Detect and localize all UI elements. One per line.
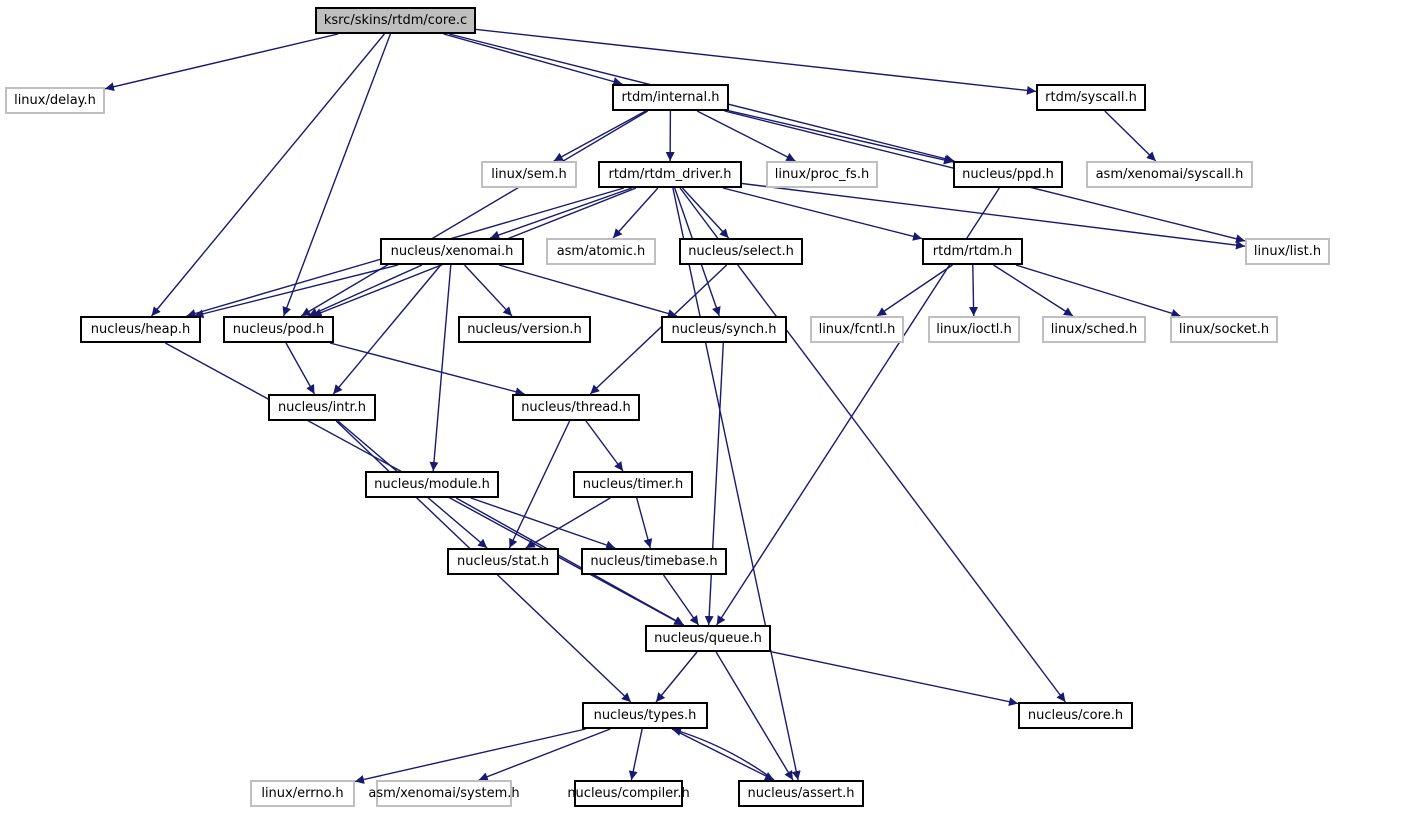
edge-nucleus-xenomai-to-nucleus-synch: [498, 264, 678, 318]
edge-rtdm-driver-to-nucleus-select: [681, 187, 730, 239]
graph-node-nucleus-heap[interactable]: nucleus/heap.h: [80, 316, 201, 343]
edge-nucleus-types-to-nucleus-assert: [671, 728, 775, 781]
graph-node-linux-proc-fs: linux/proc_fs.h: [766, 161, 878, 188]
graph-node-rtdm-driver[interactable]: rtdm/rtdm_driver.h: [598, 161, 742, 188]
graph-node-linux-ioctl: linux/ioctl.h: [928, 316, 1020, 343]
edge-nucleus-assert-to-nucleus-types: [671, 727, 775, 781]
edge-core-c-to-nucleus-heap: [151, 33, 385, 317]
edge-rtdm-rtdm-to-linux-ioctl: [969, 264, 979, 317]
edge-rtdm-driver-to-linux-list: [741, 182, 1246, 250]
graph-node-linux-sched: linux/sched.h: [1042, 316, 1146, 343]
graph-node-nucleus-core[interactable]: nucleus/core.h: [1018, 702, 1133, 729]
graph-node-nucleus-thread[interactable]: nucleus/thread.h: [512, 394, 640, 421]
graph-node-nucleus-intr[interactable]: nucleus/intr.h: [268, 394, 376, 421]
graph-node-nucleus-xenomai[interactable]: nucleus/xenomai.h: [380, 238, 524, 265]
edge-rtdm-internal-to-nucleus-ppd: [728, 110, 954, 165]
edge-rtdm-internal-to-nucleus-pod: [300, 110, 649, 317]
graph-node-rtdm-rtdm[interactable]: rtdm/rtdm.h: [922, 238, 1023, 265]
edge-nucleus-queue-to-nucleus-core: [770, 651, 1019, 707]
graph-node-nucleus-timer[interactable]: nucleus/timer.h: [573, 471, 693, 498]
graph-node-nucleus-ppd[interactable]: nucleus/ppd.h: [953, 161, 1063, 188]
edge-rtdm-driver-to-nucleus-xenomai: [489, 187, 633, 240]
edge-rtdm-rtdm-to-linux-sched: [993, 264, 1074, 317]
edge-nucleus-thread-to-nucleus-stat: [508, 420, 571, 549]
graph-node-nucleus-stat[interactable]: nucleus/stat.h: [447, 548, 559, 575]
graph-node-nucleus-assert[interactable]: nucleus/assert.h: [738, 780, 864, 807]
graph-node-asm-xen-system: asm/xenomai/system.h: [368, 780, 520, 807]
edge-nucleus-pod-to-nucleus-intr: [285, 342, 316, 395]
graph-node-linux-errno: linux/errno.h: [250, 780, 355, 807]
edge-rtdm-internal-to-linux-sem: [553, 110, 647, 162]
edge-core-c-to-linux-delay: [104, 33, 339, 92]
graph-node-nucleus-select[interactable]: nucleus/select.h: [679, 238, 803, 265]
edge-core-c-to-rtdm-internal: [443, 33, 623, 86]
graph-node-linux-sem: linux/sem.h: [481, 161, 577, 188]
edge-core-c-to-rtdm-syscall: [475, 28, 1037, 95]
edge-core-c-to-nucleus-pod: [282, 33, 392, 317]
graph-node-asm-atomic: asm/atomic.h: [546, 238, 656, 265]
graph-node-nucleus-version[interactable]: nucleus/version.h: [458, 316, 591, 343]
edge-nucleus-xenomai-to-nucleus-pod: [308, 264, 423, 317]
graph-node-nucleus-pod[interactable]: nucleus/pod.h: [223, 316, 334, 343]
edge-nucleus-queue-to-nucleus-assert: [715, 651, 794, 781]
edge-nucleus-types-to-asm-xen-system: [478, 728, 611, 781]
edge-nucleus-xenomai-to-nucleus-heap: [194, 264, 399, 319]
edge-nucleus-thread-to-nucleus-timer: [585, 420, 624, 472]
edge-nucleus-xenomai-to-nucleus-version: [463, 264, 513, 317]
edge-rtdm-driver-to-asm-atomic: [612, 187, 659, 239]
edge-nucleus-timer-to-nucleus-stat: [525, 497, 611, 549]
graph-node-nucleus-synch[interactable]: nucleus/synch.h: [661, 316, 787, 343]
graph-node-linux-fcntl: linux/fcntl.h: [810, 316, 904, 343]
graph-node-nucleus-queue[interactable]: nucleus/queue.h: [645, 625, 771, 652]
graph-node-rtdm-syscall[interactable]: rtdm/syscall.h: [1036, 84, 1146, 111]
edge-nucleus-xenomai-to-nucleus-module: [429, 264, 452, 472]
graph-node-linux-delay: linux/delay.h: [5, 87, 105, 114]
edge-nucleus-timebase-to-nucleus-queue: [662, 574, 700, 626]
edge-nucleus-timer-to-nucleus-timebase: [636, 497, 653, 549]
edge-nucleus-pod-to-nucleus-thread: [329, 342, 525, 397]
edge-rtdm-internal-to-linux-proc-fs: [696, 110, 796, 162]
graph-node-nucleus-types[interactable]: nucleus/types.h: [582, 702, 708, 729]
edge-rtdm-rtdm-to-linux-fcntl: [876, 264, 953, 317]
graph-node-nucleus-timebase[interactable]: nucleus/timebase.h: [581, 548, 727, 575]
edge-rtdm-syscall-to-asm-xen-syscall: [1104, 110, 1157, 162]
edge-nucleus-xenomai-to-nucleus-intr: [332, 264, 442, 395]
graph-node-linux-list: linux/list.h: [1245, 238, 1330, 265]
edge-nucleus-types-to-linux-errno: [354, 728, 586, 784]
graph-node-linux-socket: linux/socket.h: [1170, 316, 1278, 343]
edge-rtdm-driver-to-rtdm-rtdm: [722, 187, 923, 241]
graph-node-asm-xen-syscall: asm/xenomai/syscall.h: [1086, 161, 1253, 188]
edge-nucleus-module-to-nucleus-timebase: [470, 497, 616, 550]
graph-node-nucleus-compiler[interactable]: nucleus/compiler.h: [567, 780, 690, 807]
edge-nucleus-types-to-nucleus-compiler: [628, 728, 643, 781]
edge-nucleus-synch-to-nucleus-queue: [704, 342, 724, 626]
graph-node-rtdm-internal[interactable]: rtdm/internal.h: [612, 84, 729, 111]
graph-node-nucleus-module[interactable]: nucleus/module.h: [365, 471, 499, 498]
edge-nucleus-queue-to-nucleus-types: [655, 651, 698, 703]
edge-rtdm-rtdm-to-linux-socket: [1015, 264, 1181, 318]
graph-node-core-c: ksrc/skins/rtdm/core.c: [315, 7, 476, 34]
